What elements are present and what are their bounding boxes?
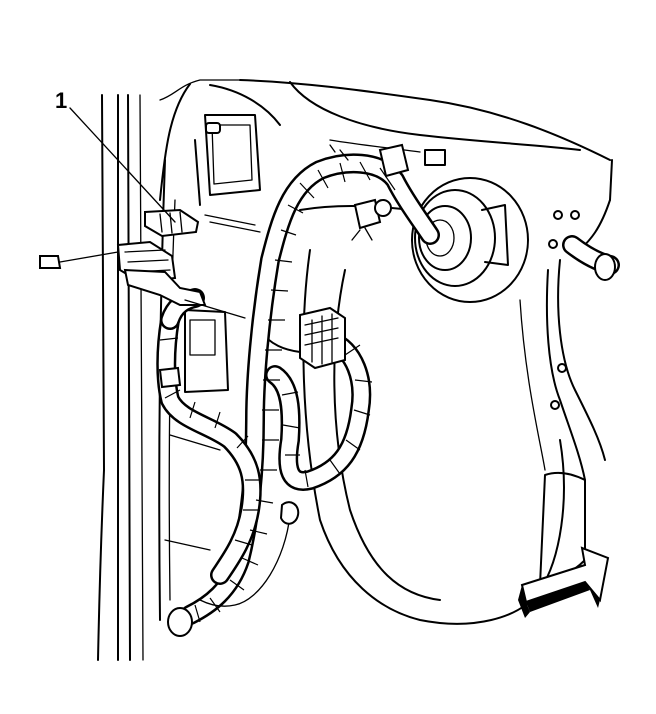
callout-1: 1 bbox=[55, 88, 176, 223]
speaker-grommet bbox=[411, 177, 529, 303]
door-lock-switch-assembly bbox=[39, 208, 207, 389]
view-direction-arrow-icon bbox=[518, 546, 610, 618]
center-connector bbox=[299, 306, 346, 370]
callout-1-leader bbox=[69, 107, 176, 223]
inner-panel bbox=[194, 79, 613, 410]
wiring-harness bbox=[156, 153, 620, 637]
harness-clip-upper bbox=[329, 143, 410, 178]
leader-lines bbox=[164, 214, 261, 551]
upper-connector bbox=[351, 198, 392, 241]
callout-1-label: 1 bbox=[55, 88, 67, 113]
